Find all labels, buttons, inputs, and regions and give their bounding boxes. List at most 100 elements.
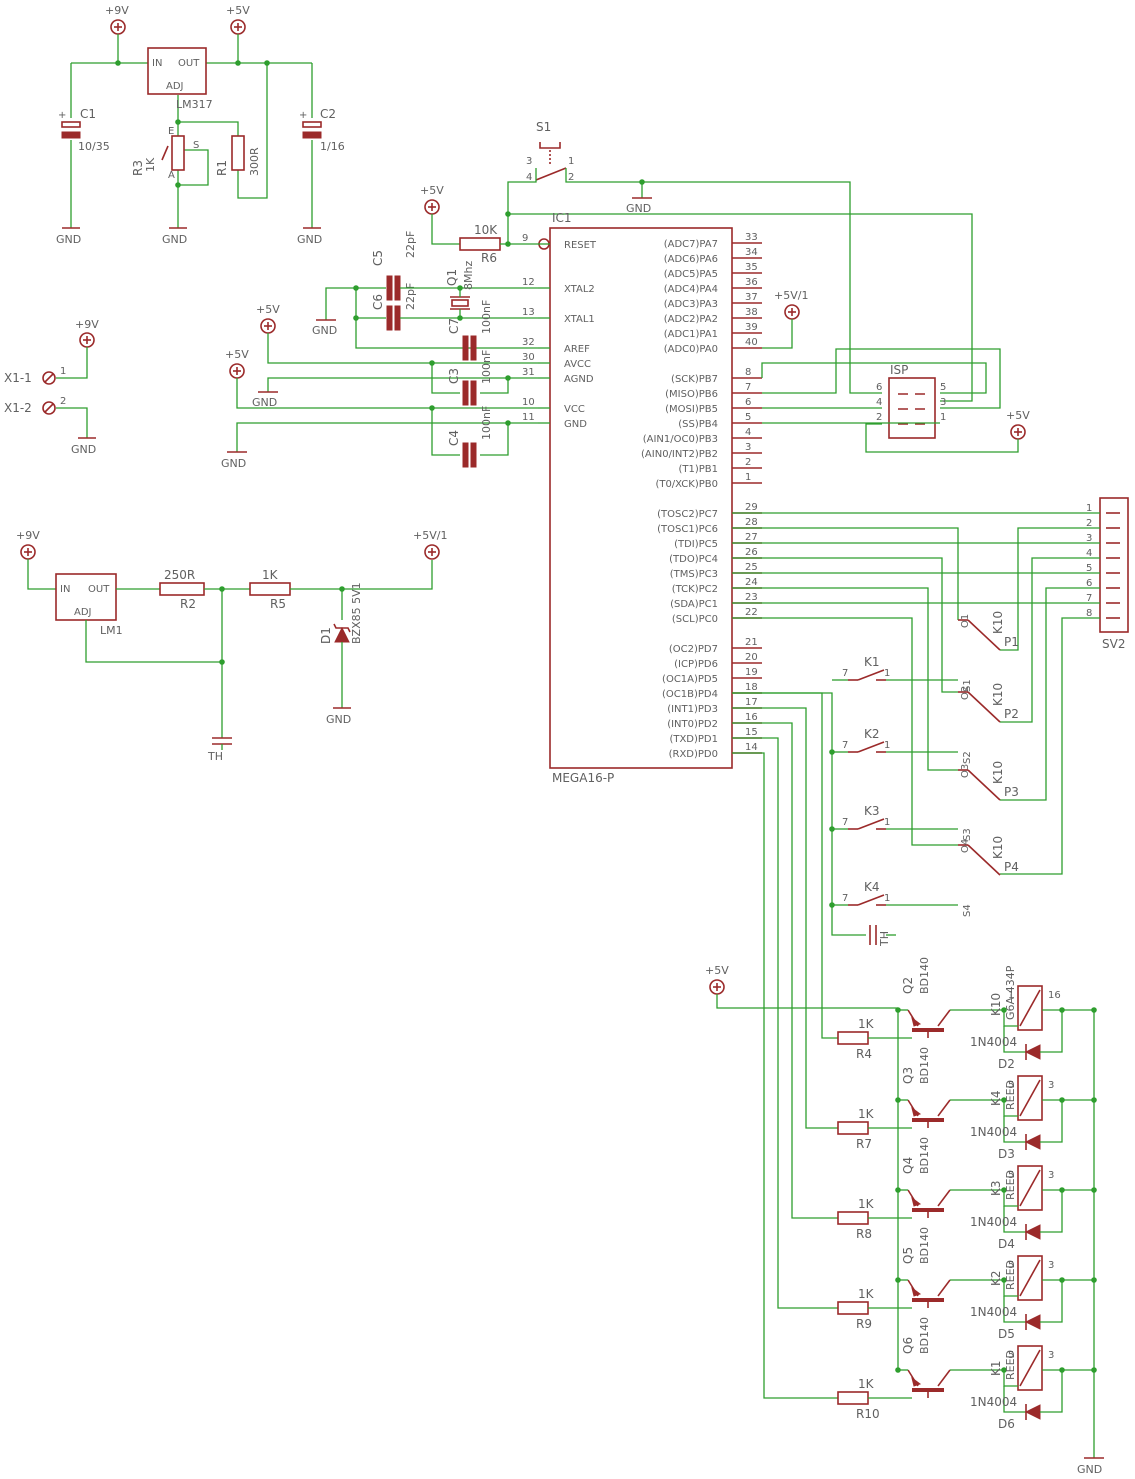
mcu-pin-label: (AIN1/OC0)PB3 (643, 434, 718, 445)
k10-contact-pin: O2 (960, 686, 971, 700)
mcu-pin-label: (OC1B)PD4 (662, 689, 718, 700)
capacitor-c5: C5 22pF (371, 231, 417, 301)
capacitor-c6: C6 22pF (371, 283, 417, 331)
r1-name: R1 (215, 160, 229, 176)
relay-name: K1 (989, 1360, 1003, 1376)
sv2-pin-number: 8 (1086, 608, 1092, 619)
key-contact (857, 818, 885, 830)
relay-name: K3 (989, 1180, 1003, 1196)
mcu-pin-label: XTAL1 (564, 314, 595, 325)
lm317-name: LM317 (176, 98, 213, 111)
driver-resistor (837, 1301, 869, 1315)
svg-text:C6: C6 (371, 294, 385, 310)
key-pin-a: 7 (842, 668, 848, 679)
lm317-adj-label: ADJ (166, 81, 184, 92)
d1-gnd-label: GND (326, 713, 351, 726)
driver-resistor-value: 1K (858, 1197, 875, 1211)
mcu-pin-number: 2 (745, 457, 751, 468)
key-contact (857, 741, 885, 753)
mcu-pin-number: 32 (522, 337, 535, 348)
svg-text:+5V: +5V (256, 303, 280, 316)
lm1-51-label: +5V/1 (413, 529, 447, 542)
k10-label: K10 (991, 761, 1005, 784)
driver-diode (1024, 1044, 1041, 1060)
mcu-pin-number: 22 (745, 607, 758, 618)
mcu-pin-number: 27 (745, 532, 758, 543)
gnd-label-r3: GND (162, 233, 187, 246)
mcu-pin-number: 16 (745, 712, 758, 723)
mcu-pin-number: 14 (745, 742, 758, 753)
svg-text:C3: C3 (447, 368, 461, 384)
mcu-pin-label: VCC (564, 404, 585, 415)
svg-text:C4: C4 (447, 430, 461, 446)
c1-name: C1 (80, 107, 96, 121)
svg-text:4: 4 (526, 172, 532, 183)
gnd-symbols-top: GND GND GND (56, 227, 322, 246)
driver-diode-name: D4 (998, 1237, 1015, 1251)
mcu-pin-label: (INT0)PD2 (667, 719, 718, 730)
key-s-label: S3 (962, 828, 973, 841)
mcu-pin-number: 20 (745, 652, 758, 663)
driver-resistor-value: 1K (858, 1107, 875, 1121)
mcu-pin-label: (TOSC2)PC7 (657, 509, 718, 520)
k10-p-label: P1 (1004, 635, 1019, 649)
driver-diode-value: 1N4004 (970, 1125, 1017, 1139)
mcu-pin-label: (MISO)PB6 (665, 389, 718, 400)
svg-text:22pF: 22pF (404, 231, 417, 258)
svg-text:6: 6 (876, 382, 882, 393)
svg-text:4: 4 (876, 397, 882, 408)
relay-pin-b: 16 (1048, 990, 1061, 1001)
relay-value: REED (1004, 1350, 1017, 1380)
driver-diode-value: 1N4004 (970, 1395, 1017, 1409)
driver-transistor-value: BD140 (918, 1047, 931, 1084)
mcu-pin-label: (TCK)PC2 (672, 584, 718, 595)
key-contact (857, 894, 885, 906)
relay-value: REED (1004, 1170, 1017, 1200)
svg-text:5: 5 (940, 382, 946, 393)
port-wiring (732, 512, 1100, 1399)
mcu-pin-number: 35 (745, 262, 758, 273)
c2-name: C2 (320, 107, 336, 121)
k10-p-label: P3 (1004, 785, 1019, 799)
k10-contact-pin: O3 (960, 764, 971, 778)
key-name: K1 (864, 655, 880, 669)
mcu-pin-number: 17 (745, 697, 758, 708)
svg-text:1: 1 (940, 412, 946, 423)
key-name: K2 (864, 727, 880, 741)
key-pin-b: 1 (884, 668, 890, 679)
mcu-pin-label: (SCK)PB7 (671, 374, 718, 385)
mcu-pin-label: (ICP)PD6 (674, 659, 718, 670)
mcu-pin-label: (ADC1)PA1 (664, 329, 718, 340)
k10-contact (967, 619, 1001, 651)
sv2-pin-number: 5 (1086, 563, 1092, 574)
driver-resistor (837, 1211, 869, 1225)
k10-p-label: P2 (1004, 707, 1019, 721)
svg-text:3: 3 (526, 156, 532, 167)
driver-diode (1024, 1134, 1041, 1150)
k10-label: K10 (991, 611, 1005, 634)
svg-text:+: + (58, 110, 66, 121)
r3-name: R3 (131, 160, 145, 176)
r6-5v-label: +5V (420, 184, 444, 197)
mcu-pin-label: (OC2)PD7 (669, 644, 718, 655)
mcu-pin-label: (ADC3)PA3 (664, 299, 718, 310)
mcu-pin-number: 38 (745, 307, 758, 318)
relay-value: REED (1004, 1260, 1017, 1290)
relay-pin-a: 5 (1008, 1170, 1014, 1181)
x1-pin2: 2 (60, 396, 66, 407)
k10-contact-pin: O1 (960, 614, 971, 628)
mcu-pin-label: (ADC6)PA6 (664, 254, 718, 265)
k10-label: K10 (991, 836, 1005, 859)
mcu-pin-number: 36 (745, 277, 758, 288)
mcu-pin-label: (SCL)PC0 (672, 614, 718, 625)
driver-resistor-name: R9 (856, 1317, 872, 1331)
mcu-pin-number: 11 (522, 412, 535, 423)
key-s-label: S4 (962, 904, 973, 917)
zener-d1 (333, 623, 351, 643)
lm1-name: LM1 (100, 624, 123, 637)
supply-section: +9V +5V IN OUT ADJ LM317 + C1 10/35 + C2 (56, 4, 345, 246)
r2-name: R2 (180, 597, 196, 611)
lm1-9v-label: +9V (16, 529, 40, 542)
